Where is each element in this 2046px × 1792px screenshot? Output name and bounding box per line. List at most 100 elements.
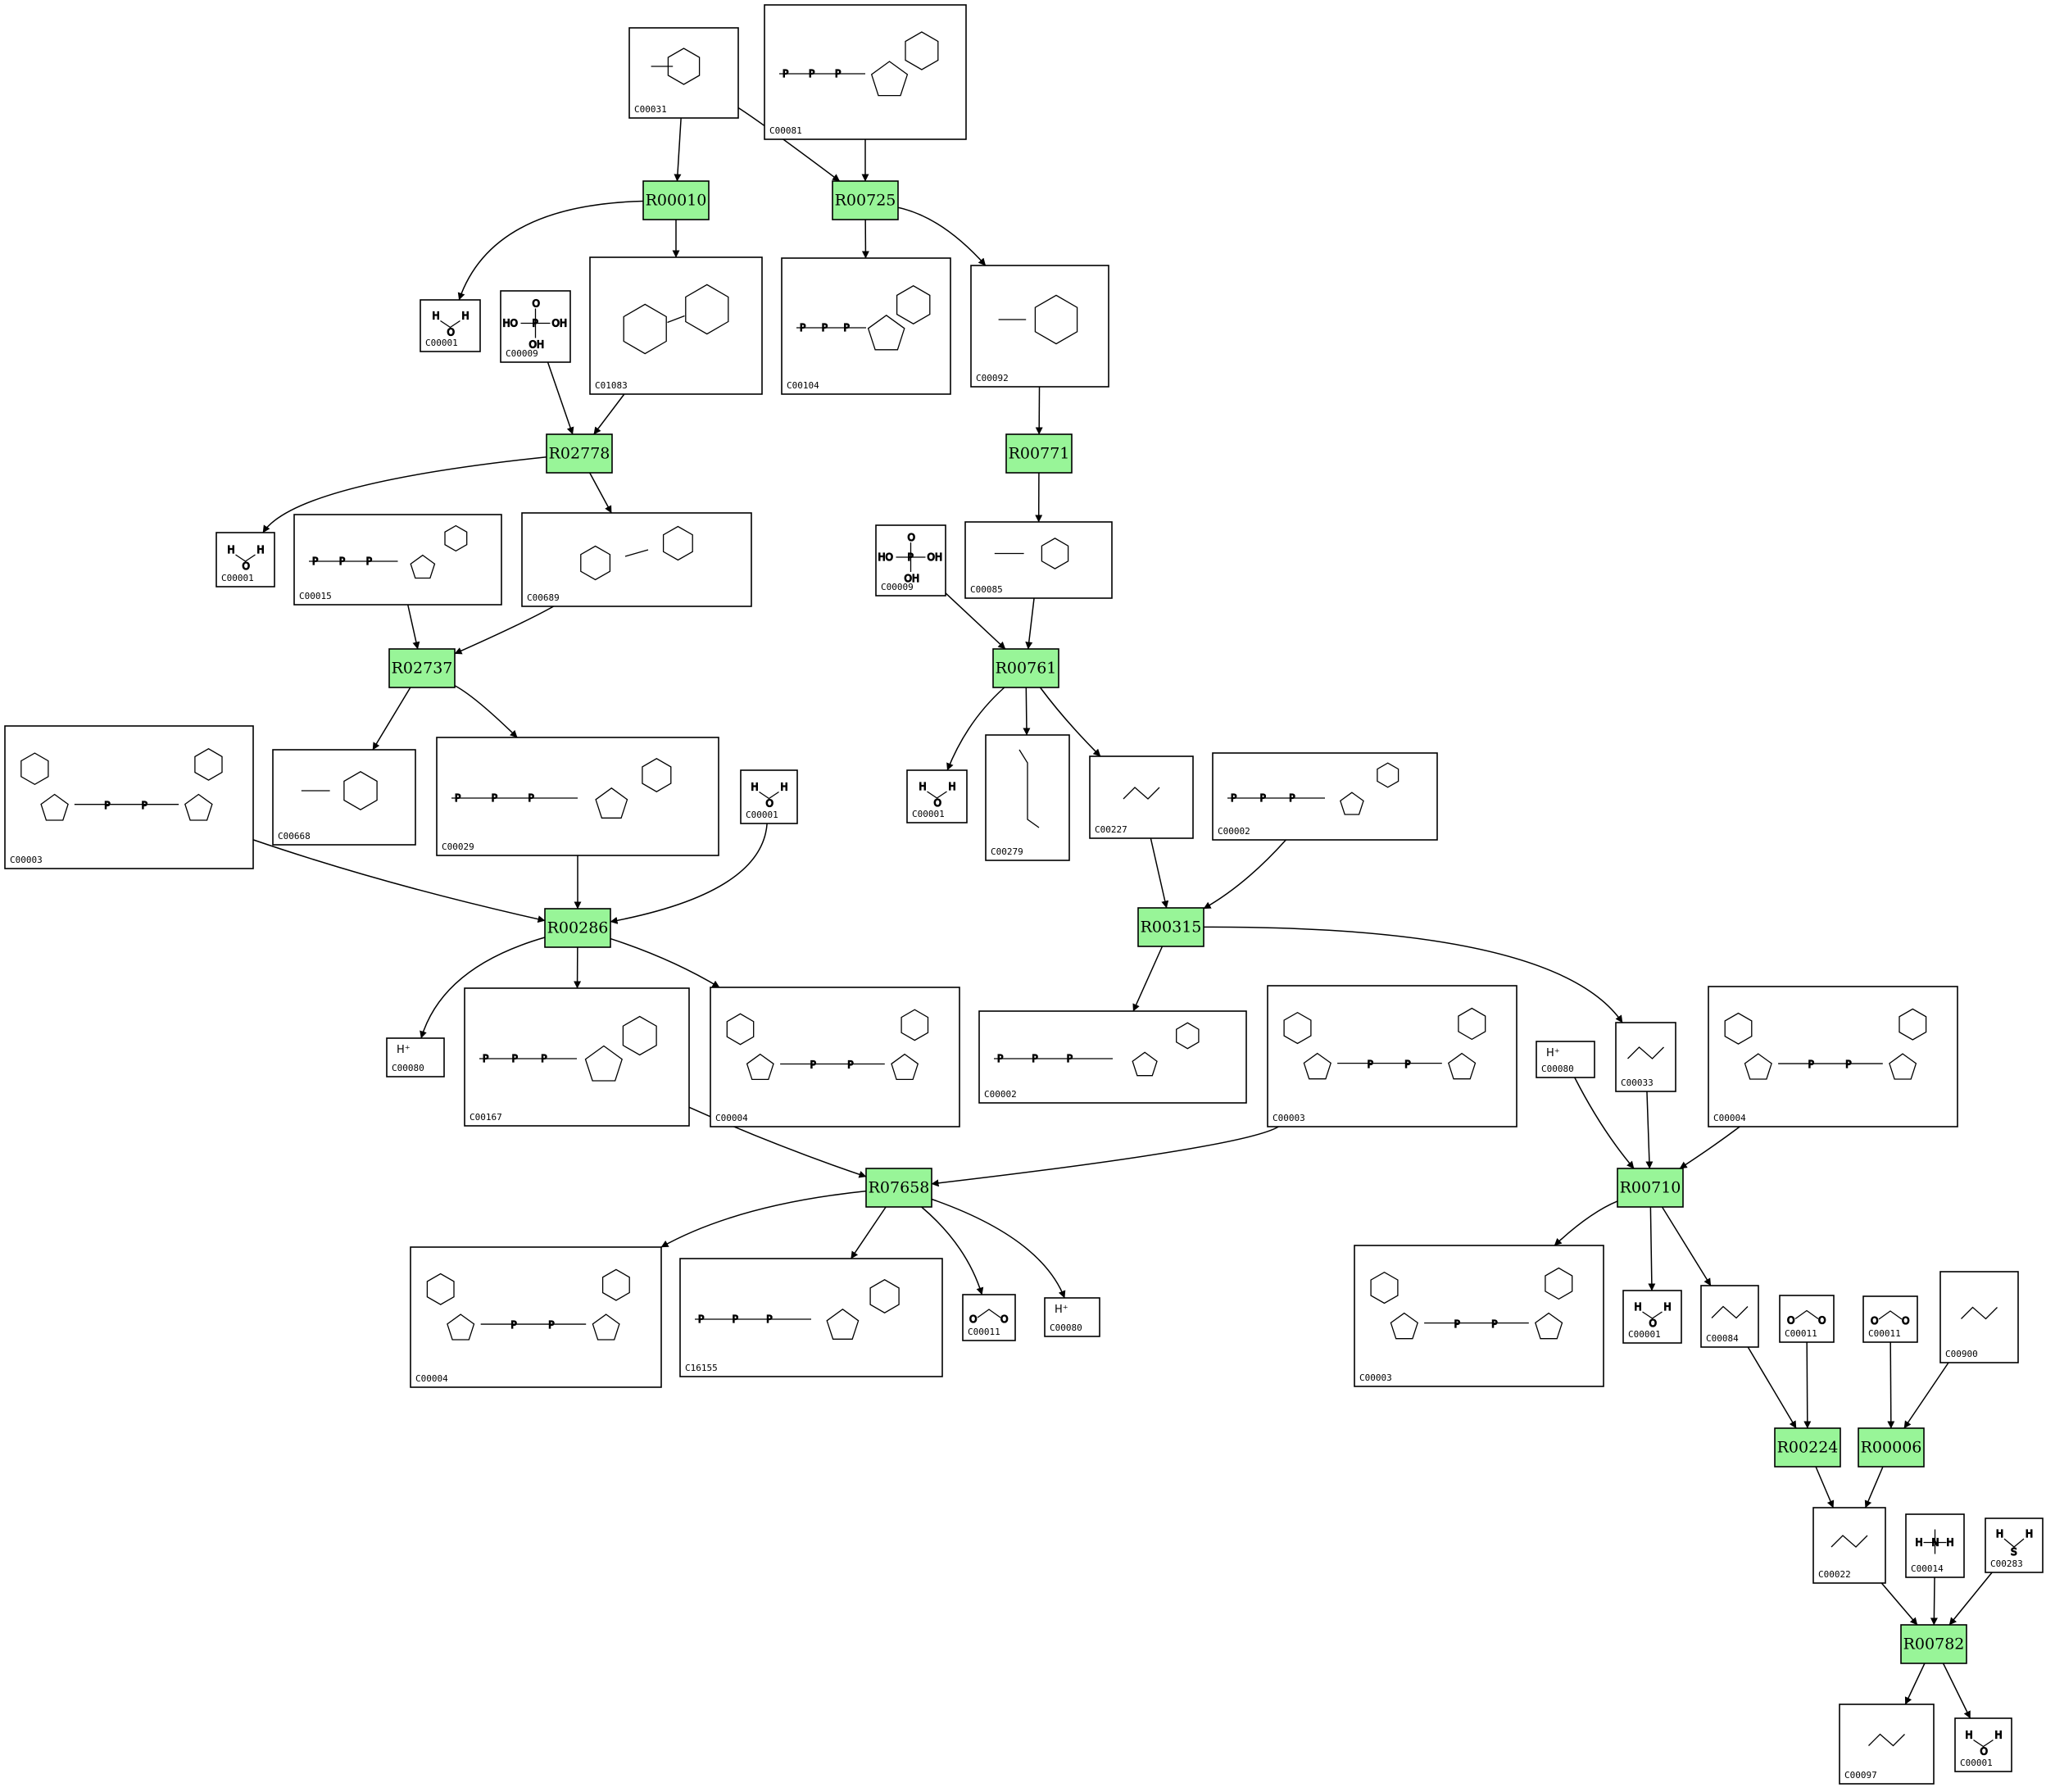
compound-id-label: C00283 — [1990, 1558, 2023, 1569]
reaction-r00761[interactable]: R00761 — [992, 648, 1059, 688]
svg-text:H: H — [919, 781, 927, 792]
compound-id-label: C00004 — [715, 1113, 748, 1123]
svg-text:OH: OH — [552, 318, 567, 329]
edge-c00004b-to-r00710 — [1679, 1126, 1740, 1169]
compound-c00227[interactable]: C00227 — [1089, 755, 1194, 839]
compound-box — [1812, 1507, 1886, 1584]
svg-text:P: P — [1067, 1053, 1073, 1064]
compound-c00668[interactable]: C00668 — [272, 749, 416, 846]
reaction-box — [1774, 1427, 1841, 1468]
compound-c00085[interactable]: C00085 — [964, 521, 1113, 599]
reaction-r00006[interactable]: R00006 — [1858, 1427, 1925, 1468]
compound-id-label: C00167 — [470, 1112, 502, 1123]
compound-c00279[interactable]: C00279 — [985, 734, 1070, 861]
svg-text:H: H — [1996, 1528, 2003, 1540]
compound-id-label: C00279 — [991, 846, 1023, 857]
compound-c00022[interactable]: C00022 — [1812, 1507, 1886, 1584]
edge-c00283-to-r00782 — [1948, 1572, 1993, 1626]
reaction-box — [992, 648, 1059, 688]
compound-c00689[interactable]: C00689 — [521, 512, 752, 607]
structure-drawing: HOH — [751, 781, 788, 810]
compound-c00033[interactable]: C00033 — [1615, 1022, 1676, 1092]
compound-c00092[interactable]: C00092 — [970, 265, 1109, 388]
structure-drawing — [651, 48, 701, 85]
compound-c01083[interactable]: C01083 — [589, 256, 763, 395]
edge-r00286-to-c00004a — [610, 937, 720, 988]
svg-text:O: O — [1649, 1318, 1657, 1329]
compound-id-label: C00080 — [1541, 1064, 1574, 1074]
compound-id-label: C00011 — [968, 1327, 1000, 1337]
structure-drawing — [1831, 1535, 1868, 1548]
compound-c00080c[interactable]: H⁺C00080 — [1044, 1297, 1100, 1337]
compound-box — [710, 987, 960, 1127]
reaction-r00771[interactable]: R00771 — [1005, 433, 1073, 474]
compound-c00080b[interactable]: H⁺C00080 — [1536, 1041, 1595, 1078]
reaction-r00315[interactable]: R00315 — [1137, 907, 1204, 947]
reaction-r00782[interactable]: R00782 — [1900, 1624, 1967, 1664]
svg-text:P: P — [997, 1053, 1003, 1064]
compound-c00080a[interactable]: H⁺C00080 — [386, 1037, 445, 1077]
edge-c00085-to-r00761 — [1025, 597, 1035, 650]
compound-id-label: C00003 — [1273, 1113, 1305, 1123]
reaction-id-label: R00315 — [1141, 919, 1202, 937]
svg-text:O: O — [1980, 1746, 1988, 1758]
reaction-r00010[interactable]: R00010 — [642, 180, 710, 220]
reaction-box — [865, 1168, 932, 1208]
reaction-r00224[interactable]: R00224 — [1774, 1427, 1841, 1468]
svg-text:O: O — [908, 532, 915, 543]
reaction-r00286[interactable]: R00286 — [544, 908, 611, 948]
edge-c00227-to-r00315 — [1150, 837, 1169, 909]
reaction-id-label: R00010 — [646, 192, 707, 210]
edge-r00006-to-c00022 — [1864, 1466, 1884, 1508]
compound-c00097[interactable]: C00097 — [1839, 1704, 1935, 1785]
reaction-r00710[interactable]: R00710 — [1617, 1168, 1684, 1208]
structure-drawing — [1961, 1306, 1998, 1320]
reaction-box — [1137, 907, 1204, 947]
compound-c00084[interactable]: C00084 — [1700, 1285, 1759, 1348]
reaction-r07658[interactable]: R07658 — [865, 1168, 932, 1208]
reaction-r02778[interactable]: R02778 — [546, 433, 613, 474]
compound-c00900[interactable]: C00900 — [1939, 1271, 2019, 1363]
compound-c00031[interactable]: C00031 — [628, 27, 739, 119]
reaction-r00725[interactable]: R00725 — [832, 180, 899, 220]
compound-id-label: C00029 — [442, 842, 474, 852]
reaction-r02737[interactable]: R02737 — [388, 648, 456, 688]
reaction-id-label: R00771 — [1009, 445, 1070, 463]
compound-box — [1954, 1717, 2012, 1772]
reaction-id-label: R02737 — [392, 660, 453, 678]
svg-text:P: P — [1808, 1059, 1814, 1070]
